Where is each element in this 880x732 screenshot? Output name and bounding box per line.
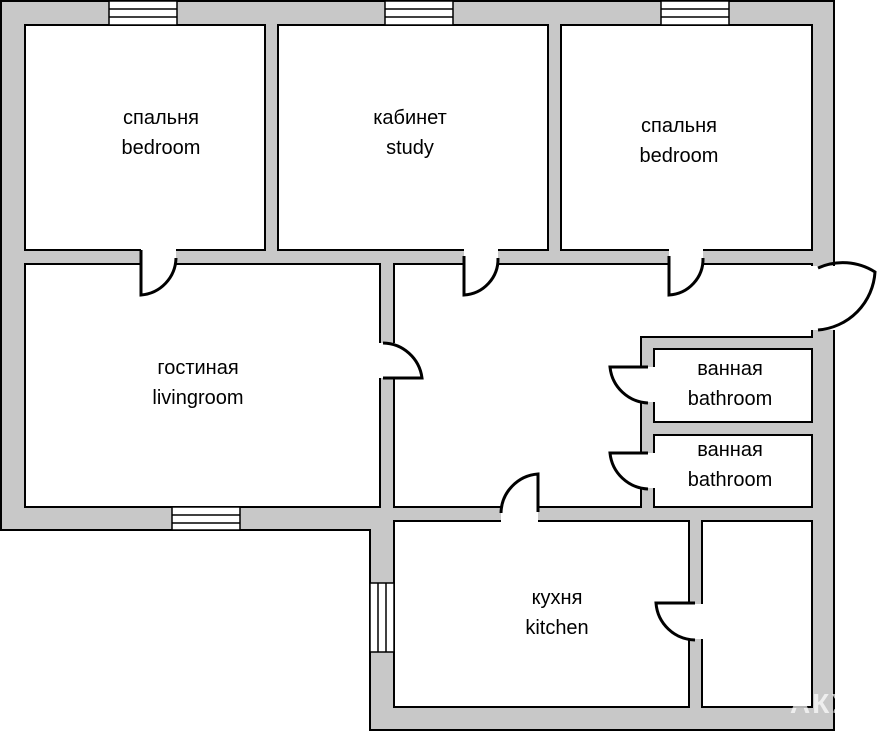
room-study (277, 24, 549, 251)
door-storage[interactable] (654, 601, 696, 642)
room-hall (393, 263, 813, 508)
room-bedroom-2 (560, 24, 813, 251)
room-name-en: bedroom (121, 137, 201, 159)
window-top-1 (108, 0, 178, 26)
watermark: АКУЛА (790, 688, 880, 719)
label-livingroom: гостиная livingroom (152, 353, 243, 413)
room-name-en: bedroom (639, 145, 719, 167)
label-bathroom-1: ванная bathroom (688, 354, 773, 414)
room-name-ru: кабинет (373, 107, 447, 129)
room-name-en: kitchen (525, 617, 589, 639)
windows (108, 0, 730, 653)
label-bathroom-2: ванная bathroom (688, 435, 773, 495)
room-name-en: bathroom (687, 469, 773, 491)
label-bedroom-1: спальня bedroom (122, 103, 201, 163)
room-name-ru: ванная (697, 358, 763, 380)
door-bedroom-2[interactable] (667, 256, 705, 297)
door-study[interactable] (462, 256, 500, 297)
room-storage (701, 520, 813, 708)
room-kitchen (393, 520, 690, 708)
door-kitchen[interactable] (499, 472, 540, 514)
room-name-ru: гостиная (157, 357, 239, 379)
door-livingroom[interactable] (382, 341, 424, 380)
room-name-en: livingroom (152, 387, 244, 409)
room-name-ru: кухня (531, 587, 583, 609)
room-bathroom-1 (653, 348, 813, 423)
window-top-2 (384, 0, 454, 26)
door-bedroom-1[interactable] (139, 250, 178, 297)
room-livingroom (24, 263, 381, 508)
label-bedroom-2: спальня bedroom (640, 111, 719, 171)
window-top-3 (660, 0, 730, 26)
room-name-en: study (386, 137, 434, 159)
room-name-ru: спальня (641, 115, 717, 137)
room-bathroom-2 (653, 434, 813, 508)
room-name-en: bathroom (687, 388, 773, 410)
door-bathroom-2[interactable] (608, 451, 649, 491)
door-bathroom-1[interactable] (608, 365, 649, 405)
window-living (171, 506, 241, 531)
window-kitchen (369, 582, 395, 653)
label-kitchen: кухня kitchen (525, 583, 588, 643)
room-name-ru: ванная (697, 439, 763, 461)
label-study: кабинет study (373, 103, 447, 163)
door-entrance[interactable] (817, 261, 877, 332)
room-bedroom-1 (24, 24, 266, 251)
room-name-ru: спальня (123, 107, 199, 129)
